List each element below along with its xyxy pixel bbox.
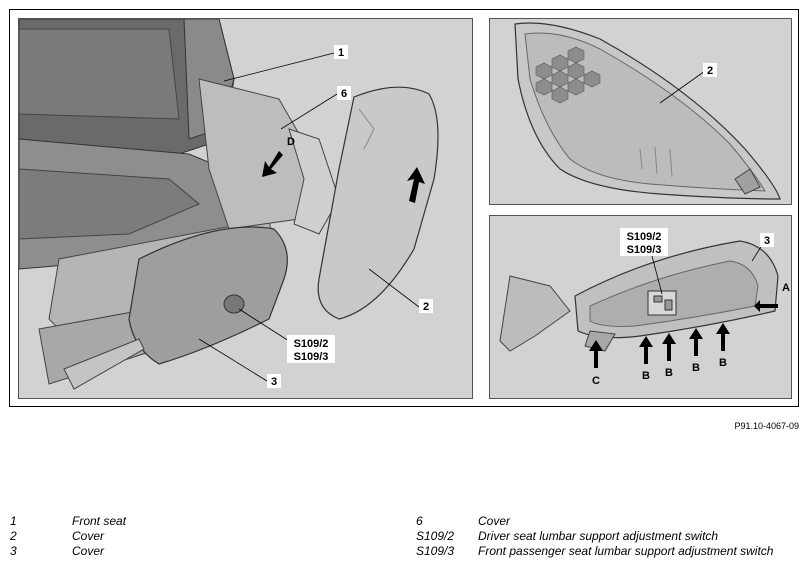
callout-d: D: [287, 136, 295, 148]
legend-right: 6 Cover S109/2 Driver seat lumbar suppor…: [416, 514, 806, 559]
callout-b-2: B: [665, 367, 673, 379]
callout-a: A: [782, 282, 790, 294]
callout-3: 3: [271, 376, 277, 388]
legend-num: 1: [10, 514, 17, 528]
callout-b-4: B: [719, 357, 727, 369]
figure-frame: 1 6 D 2 3 S109/2 S109/3: [9, 9, 799, 407]
switch-label-s109-2-inside: S109/2: [627, 231, 662, 243]
cover-2-drawing: 2: [514, 22, 781, 200]
legend-left: 1 Front seat 2 Cover 3 Cover: [10, 514, 390, 559]
legend-row: 6 Cover: [416, 514, 806, 529]
callout-b-3: B: [692, 362, 700, 374]
panel-seat-overview: 1 6 D 2 3 S109/2 S109/3: [18, 18, 473, 399]
legend-row: 3 Cover: [10, 544, 390, 559]
legend-text: Cover: [72, 544, 105, 558]
figure-code: P91.10-4067-09: [734, 421, 799, 431]
seat-drawing: 1 6 D 2 3 S109/2 S109/3: [19, 19, 439, 390]
legend-num: 3: [10, 544, 17, 558]
panel-cover-3-inside: S109/2 S109/3 3 A C B B B B: [489, 215, 792, 399]
callout-2-inside: 2: [707, 65, 713, 77]
callout-6: 6: [341, 88, 347, 100]
legend-text: Cover: [478, 514, 511, 528]
legend-num: S109/2: [416, 529, 455, 543]
legend-text: Driver seat lumbar support adjustment sw…: [478, 529, 719, 543]
callout-c: C: [592, 375, 600, 387]
legend-text: Front seat: [72, 514, 127, 528]
legend-num: 6: [416, 514, 423, 528]
cover-3-drawing: S109/2 S109/3 3 A C B B B B: [499, 228, 790, 387]
legend-row: S109/3 Front passenger seat lumbar suppo…: [416, 544, 806, 559]
legend-text: Front passenger seat lumbar support adju…: [478, 544, 774, 558]
switch-label-s109-2: S109/2: [294, 338, 329, 350]
panel-cover-2-inside: 2: [489, 18, 792, 205]
callout-b-1: B: [642, 370, 650, 382]
legend-num: S109/3: [416, 544, 455, 558]
switch-label-s109-3: S109/3: [294, 351, 329, 363]
legend-text: Cover: [72, 529, 105, 543]
callout-1: 1: [338, 47, 344, 59]
legend-row: 1 Front seat: [10, 514, 390, 529]
callout-3-inside: 3: [764, 235, 770, 247]
legend-num: 2: [10, 529, 17, 543]
legend-row: S109/2 Driver seat lumbar support adjust…: [416, 529, 806, 544]
legend-row: 2 Cover: [10, 529, 390, 544]
callout-2: 2: [423, 301, 429, 313]
switch-label-s109-3-inside: S109/3: [627, 244, 662, 256]
